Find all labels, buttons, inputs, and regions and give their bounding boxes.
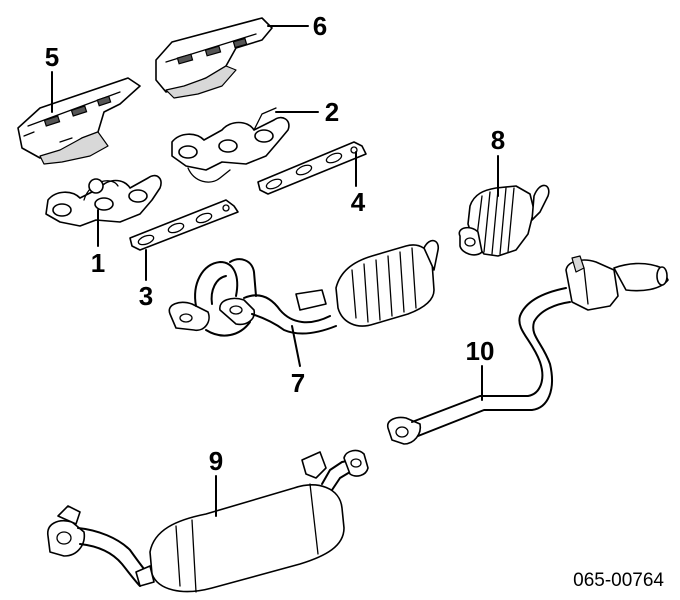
callout-3: 3 bbox=[139, 281, 153, 311]
callout-4: 4 bbox=[351, 187, 366, 217]
heat-shield-right bbox=[155, 17, 273, 99]
manifold-gasket-right bbox=[257, 141, 367, 195]
exhaust-manifold-right bbox=[171, 107, 290, 183]
front-pipe-catalytic-converter bbox=[168, 239, 440, 337]
center-muffler-assembly bbox=[47, 449, 369, 593]
callout-7: 7 bbox=[291, 368, 305, 398]
diagram-code: 065-00764 bbox=[573, 570, 664, 591]
callout-6: 6 bbox=[313, 11, 327, 41]
callout-5: 5 bbox=[45, 42, 59, 72]
heat-shield-left bbox=[17, 77, 141, 165]
callout-1: 1 bbox=[91, 248, 105, 278]
callout-10: 10 bbox=[466, 336, 495, 366]
exhaust-manifold-left bbox=[45, 174, 162, 227]
callout-8: 8 bbox=[491, 125, 505, 155]
callout-9: 9 bbox=[209, 446, 223, 476]
intermediate-pipe bbox=[386, 287, 571, 445]
catalytic-converter-small bbox=[458, 184, 550, 257]
callout-2: 2 bbox=[325, 97, 339, 127]
manifold-gasket-left bbox=[129, 199, 239, 251]
rear-muffler-tailpipe bbox=[565, 255, 669, 311]
leader-lines bbox=[51, 25, 499, 517]
